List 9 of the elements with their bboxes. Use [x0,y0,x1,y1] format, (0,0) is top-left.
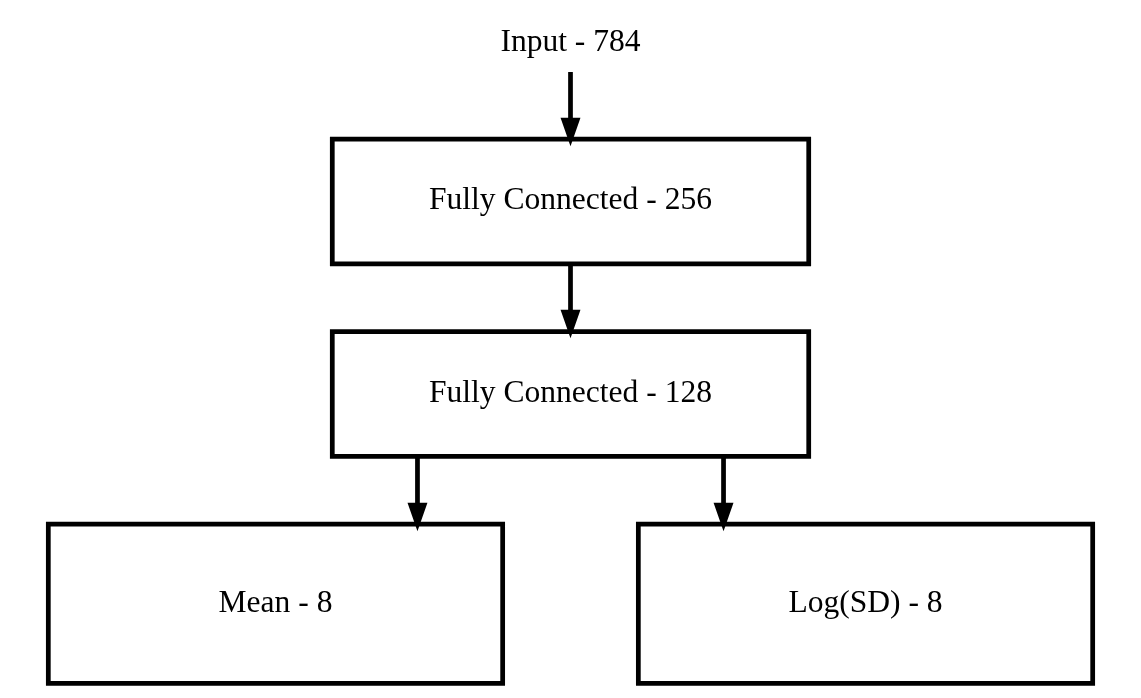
arrow [713,456,734,532]
node-box: Mean - 8 [45,521,506,686]
node-text: Input - 784 [500,22,641,58]
node-box: Fully Connected - 256 [329,136,812,267]
arrow [560,264,581,339]
arrow [560,72,581,147]
node-box: Fully Connected - 128 [329,329,812,459]
node-box: Log(SD) - 8 [635,521,1096,686]
arrow [407,456,428,532]
